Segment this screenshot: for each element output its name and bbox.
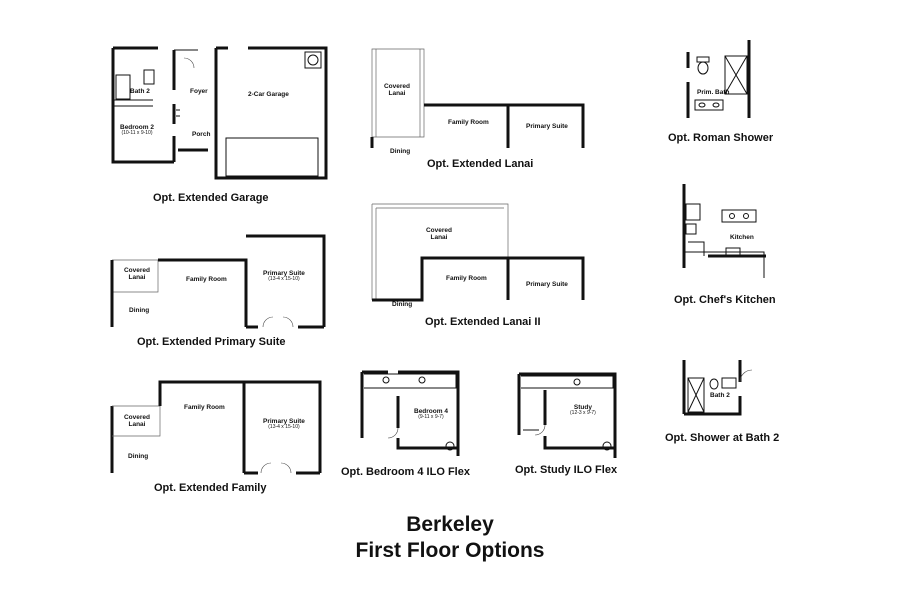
bath-2-label: Bath 2 (130, 88, 150, 95)
primary-suite-label: Primary Suite (526, 281, 568, 288)
bedroom-4-dimensions: (9-11 x 9-7) (418, 414, 444, 421)
plan-extended-primary-suite: Covered Lanai Family Room Primary Suite … (108, 232, 328, 332)
covered-lanai-label: Covered Lanai (425, 227, 452, 242)
bedroom-2-dimensions: (10-11 x 9-10) (121, 130, 153, 137)
foyer-label: Foyer (190, 88, 208, 95)
garage-label: 2-Car Garage (248, 91, 289, 98)
primary-suite-label: Primary Suite (13-4 x 15-10) (263, 418, 305, 431)
dining-label: Dining (392, 301, 413, 308)
primary-suite-dimensions: (13-4 x 15-10) (268, 424, 300, 431)
chefs-kitchen-drawing (682, 184, 766, 278)
study-name: Study (573, 404, 592, 411)
family-room-label: Family Room (186, 276, 227, 283)
prim-bath-label: Prim. Bath (697, 89, 730, 96)
caption-roman-shower: Opt. Roman Shower (668, 132, 774, 144)
extended-garage-drawing (111, 46, 328, 180)
covered-lanai-label: Covered Lanai (123, 414, 150, 429)
primary-suite-dimensions: (13-4 x 15-10) (268, 276, 300, 283)
dining-label: Dining (129, 307, 150, 314)
caption-shower-bath2: Opt. Shower at Bath 2 (665, 432, 780, 444)
roman-shower-drawing (686, 40, 751, 118)
plan-extended-lanai: Covered Lanai Family Room Primary Suite … (368, 45, 588, 160)
bedroom-2-label: Bedroom 2 (10-11 x 9-10) (120, 124, 154, 137)
plan-extended-garage: Bath 2 Foyer Bedroom 2 (10-11 x 9-10) Po… (108, 40, 333, 185)
extended-lanai-ii-drawing (371, 203, 585, 302)
title-line-2: First Floor Options (355, 539, 545, 562)
plan-roman-shower: Prim. Bath (685, 38, 760, 123)
extended-family-drawing (110, 380, 322, 475)
porch-label: Porch (192, 131, 211, 138)
caption-study-flex: Opt. Study ILO Flex (515, 464, 618, 476)
study-dimensions: (12-3 x 9-7) (570, 410, 596, 417)
caption-extended-lanai-ii: Opt. Extended Lanai II (425, 316, 541, 328)
study-flex-drawing (517, 372, 617, 458)
caption-extended-family: Opt. Extended Family (154, 482, 267, 494)
covered-lanai-label: Covered Lanai (123, 267, 150, 282)
caption-extended-lanai: Opt. Extended Lanai (427, 158, 534, 170)
bedroom-4-name: Bedroom 4 (414, 408, 448, 415)
extended-lanai-drawing (370, 48, 585, 148)
plan-bedroom4-flex: Bedroom 4 (9-11 x 9-7) (358, 368, 463, 458)
caption-extended-garage: Opt. Extended Garage (153, 192, 269, 204)
plan-extended-lanai-ii: Covered Lanai Family Room Primary Suite … (368, 200, 588, 310)
bedroom-4-label: Bedroom 4 (9-11 x 9-7) (414, 408, 448, 421)
bedroom4-flex-drawing (360, 370, 460, 456)
plan-study-flex: Study (12-3 x 9-7) (515, 370, 620, 460)
extended-primary-suite-drawing (110, 234, 326, 329)
bath-2-label: Bath 2 (710, 392, 730, 399)
primary-suite-label: Primary Suite (13-4 x 15-10) (263, 270, 305, 283)
family-room-label: Family Room (184, 404, 225, 411)
dining-label: Dining (390, 148, 411, 155)
dining-label: Dining (128, 453, 149, 460)
primary-suite-name: Primary Suite (263, 270, 305, 277)
plan-shower-bath2: Bath 2 (680, 358, 770, 418)
kitchen-label: Kitchen (730, 234, 754, 241)
covered-lanai-label: Covered Lanai (383, 83, 410, 98)
study-label: Study (12-3 x 9-7) (570, 404, 596, 417)
plan-chefs-kitchen: Kitchen (680, 182, 770, 282)
bedroom-2-name: Bedroom 2 (120, 124, 154, 131)
family-room-label: Family Room (446, 275, 487, 282)
caption-chefs-kitchen: Opt. Chef's Kitchen (674, 294, 776, 306)
title-line-1: Berkeley (406, 513, 494, 536)
family-room-label: Family Room (448, 119, 489, 126)
page-title: Berkeley First Floor Options (0, 513, 900, 563)
plan-extended-family: Covered Lanai Family Room Primary Suite … (108, 378, 328, 478)
primary-suite-label: Primary Suite (526, 123, 568, 130)
primary-suite-name: Primary Suite (263, 418, 305, 425)
shower-bath2-drawing (682, 360, 753, 416)
caption-extended-primary-suite: Opt. Extended Primary Suite (137, 336, 286, 348)
caption-bedroom4-flex: Opt. Bedroom 4 ILO Flex (341, 466, 470, 478)
